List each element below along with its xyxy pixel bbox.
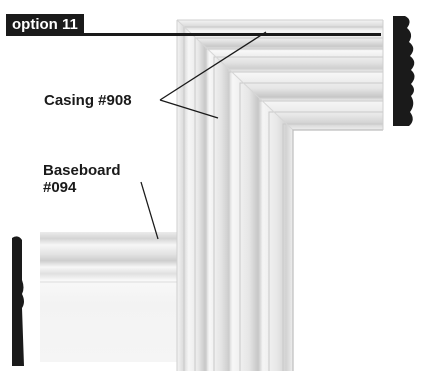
baseboard-callout-line — [140, 181, 159, 240]
baseboard-label-line1: Baseboard — [43, 162, 121, 179]
baseboard-profile-silhouette — [12, 236, 24, 366]
baseboard-label-line2: #094 — [43, 179, 77, 196]
header-rule — [6, 33, 381, 36]
option-label: option 11 — [6, 14, 84, 36]
casing-label: Casing #908 — [44, 92, 132, 109]
casing-profile-silhouette — [393, 16, 415, 126]
casing-callout-lines — [159, 31, 267, 119]
baseboard-molding — [40, 232, 180, 362]
baseboard-label: Baseboard #094 — [43, 162, 121, 196]
door-casing-molding — [176, 19, 384, 371]
